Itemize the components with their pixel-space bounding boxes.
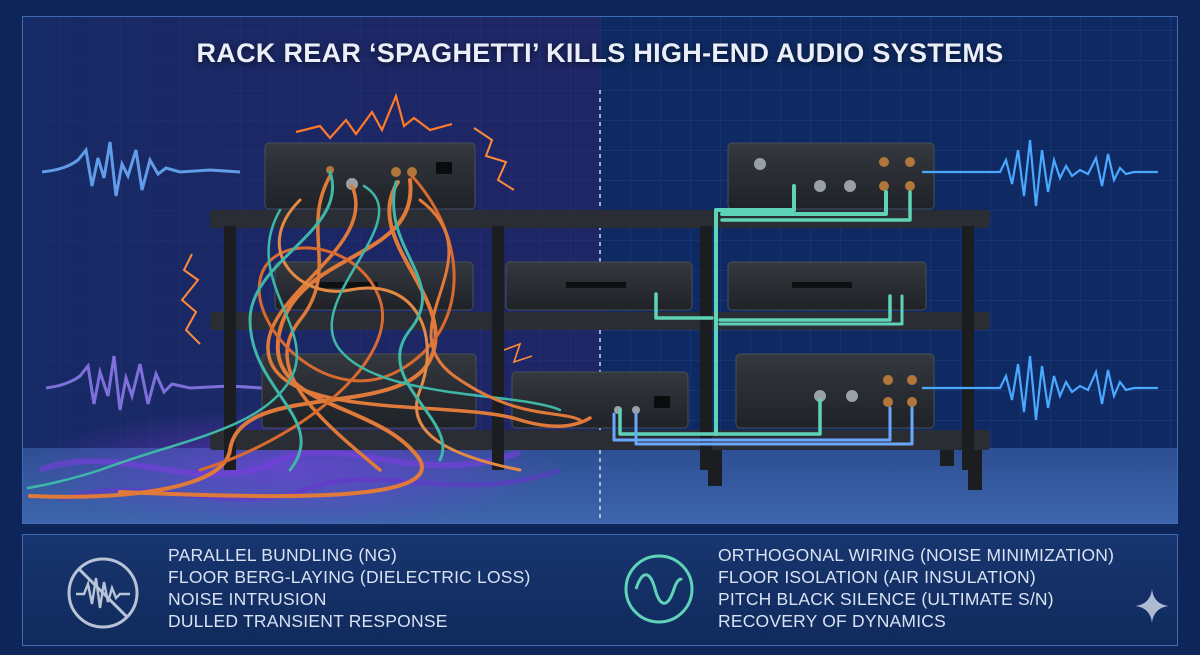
electric-spark-left bbox=[180, 253, 201, 345]
solution-item: ORTHOGONAL WIRING (NOISE MINIMIZATION) bbox=[718, 545, 1115, 565]
problems-list: PARALLEL BUNDLING (NG) FLOOR BERG-LAYING… bbox=[168, 544, 531, 632]
electric-spark-mid bbox=[503, 342, 533, 364]
sparkle-icon bbox=[1135, 589, 1169, 623]
problem-item: DULLED TRANSIENT RESPONSE bbox=[168, 611, 448, 631]
clean-waveform-top bbox=[922, 139, 1158, 207]
solutions-list: ORTHOGONAL WIRING (NOISE MINIMIZATION) F… bbox=[718, 544, 1114, 632]
amplifier-right-bottom bbox=[735, 353, 935, 429]
tangled-cables bbox=[26, 170, 592, 499]
solution-item: FLOOR ISOLATION (AIR INSULATION) bbox=[718, 567, 1036, 587]
problem-item: PARALLEL BUNDLING (NG) bbox=[168, 545, 398, 565]
amplifier-left-top bbox=[264, 142, 476, 210]
solution-item: RECOVERY OF DYNAMICS bbox=[718, 611, 946, 631]
problem-item: NOISE INTRUSION bbox=[168, 589, 327, 609]
noisy-waveform-top bbox=[41, 141, 241, 197]
electric-spark-right bbox=[473, 127, 515, 191]
comparison-panel bbox=[22, 534, 1178, 646]
noisy-waveform-bottom bbox=[45, 355, 263, 411]
problem-item: FLOOR BERG-LAYING (DIELECTRIC LOSS) bbox=[168, 567, 531, 587]
amplifier-right-top bbox=[727, 142, 935, 210]
clean-waveform-bottom bbox=[922, 355, 1158, 421]
page-title: RACK REAR ‘SPAGHETTI’ KILLS HIGH-END AUD… bbox=[196, 38, 1004, 68]
electric-spark-top bbox=[295, 92, 453, 140]
orthogonal-cables bbox=[612, 184, 914, 446]
solution-item: PITCH BLACK SILENCE (ULTIMATE S/N) bbox=[718, 589, 1054, 609]
sine-wave-icon bbox=[624, 554, 694, 624]
noise-waveform-prohibited-icon bbox=[67, 557, 139, 629]
